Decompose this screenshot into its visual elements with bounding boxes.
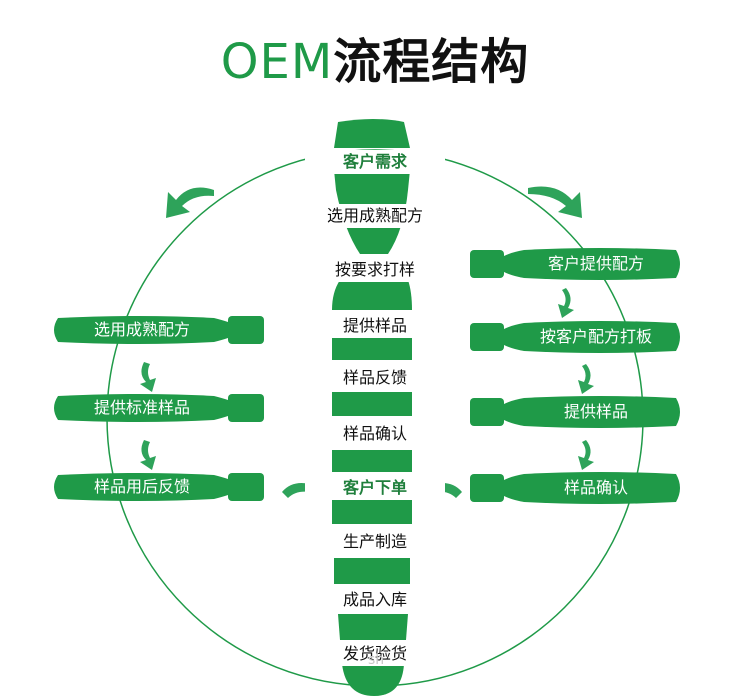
- center-step-1: 客户需求: [305, 150, 445, 174]
- right-bottle-4: [470, 472, 680, 504]
- left-bottle-3: [54, 473, 264, 501]
- center-step-6: 样品确认: [305, 422, 445, 446]
- right-bottles: [470, 248, 680, 504]
- right-step-4: 样品确认: [563, 478, 628, 497]
- center-step-3: 按要求打样: [305, 258, 445, 282]
- right-bottle-2: [470, 321, 680, 353]
- center-bottle: [332, 119, 412, 696]
- arrow-top-right-icon: [528, 186, 582, 218]
- arrow-top-left-icon: [166, 187, 214, 218]
- arrow-right-down-3-icon: [578, 440, 594, 470]
- center-step-4: 提供样品: [305, 314, 445, 338]
- right-step-1: 客户提供配方: [547, 254, 644, 273]
- center-step-9: 成品入库: [305, 588, 445, 612]
- arrow-left-down-1-icon: [140, 362, 156, 392]
- left-bottles: [54, 316, 264, 501]
- right-bottle-3: [470, 396, 680, 428]
- left-bottle-2: [54, 394, 264, 422]
- center-step-8: 生产制造: [305, 530, 445, 554]
- center-step-7: 客户下单: [305, 476, 445, 500]
- right-bottle-1: [470, 248, 680, 280]
- center-step-2: 选用成熟配方: [305, 204, 445, 228]
- title-oem: OEM: [220, 34, 334, 90]
- arrow-left-down-2-icon: [140, 440, 156, 470]
- left-step-1: 选用成熟配方: [93, 320, 190, 339]
- left-step-2: 提供标准样品: [93, 398, 190, 417]
- watermark: sh: [368, 652, 385, 668]
- center-step-5: 样品反馈: [305, 366, 445, 390]
- left-step-3: 样品用后反馈: [93, 477, 190, 496]
- page-title: OEM流程结构: [0, 22, 750, 92]
- arrow-right-down-1-icon: [558, 288, 574, 318]
- right-step-2: 按客户配方打板: [539, 327, 652, 346]
- arrow-right-down-2-icon: [578, 364, 594, 394]
- right-step-3: 提供样品: [563, 402, 628, 421]
- title-rest: 流程结构: [333, 34, 530, 90]
- center-step-10: 发货验货: [305, 642, 445, 666]
- left-bottle-1: [54, 316, 264, 344]
